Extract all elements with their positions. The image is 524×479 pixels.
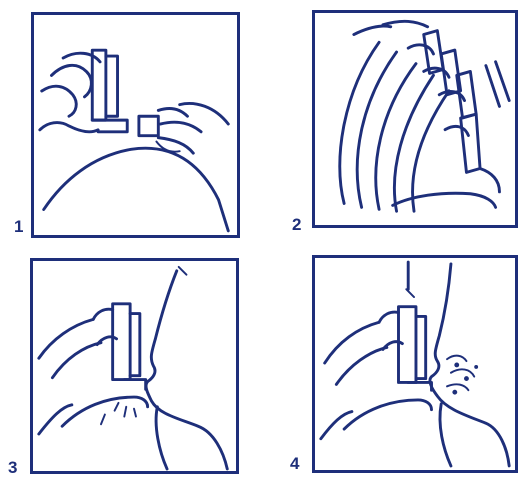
step-number: 3 — [8, 459, 17, 476]
press-and-inhale-illustration — [315, 258, 515, 470]
step-1-panel — [31, 12, 240, 238]
place-mouthpiece-illustration — [33, 261, 236, 471]
step-number: 4 — [290, 455, 299, 472]
step-number: 2 — [292, 216, 301, 233]
shake-inhaler-illustration — [315, 13, 515, 225]
step-4-panel — [312, 255, 518, 473]
step-2-panel — [312, 10, 518, 228]
step-3-panel — [30, 258, 239, 474]
remove-cap-illustration — [34, 15, 237, 235]
step-number: 1 — [14, 218, 23, 235]
